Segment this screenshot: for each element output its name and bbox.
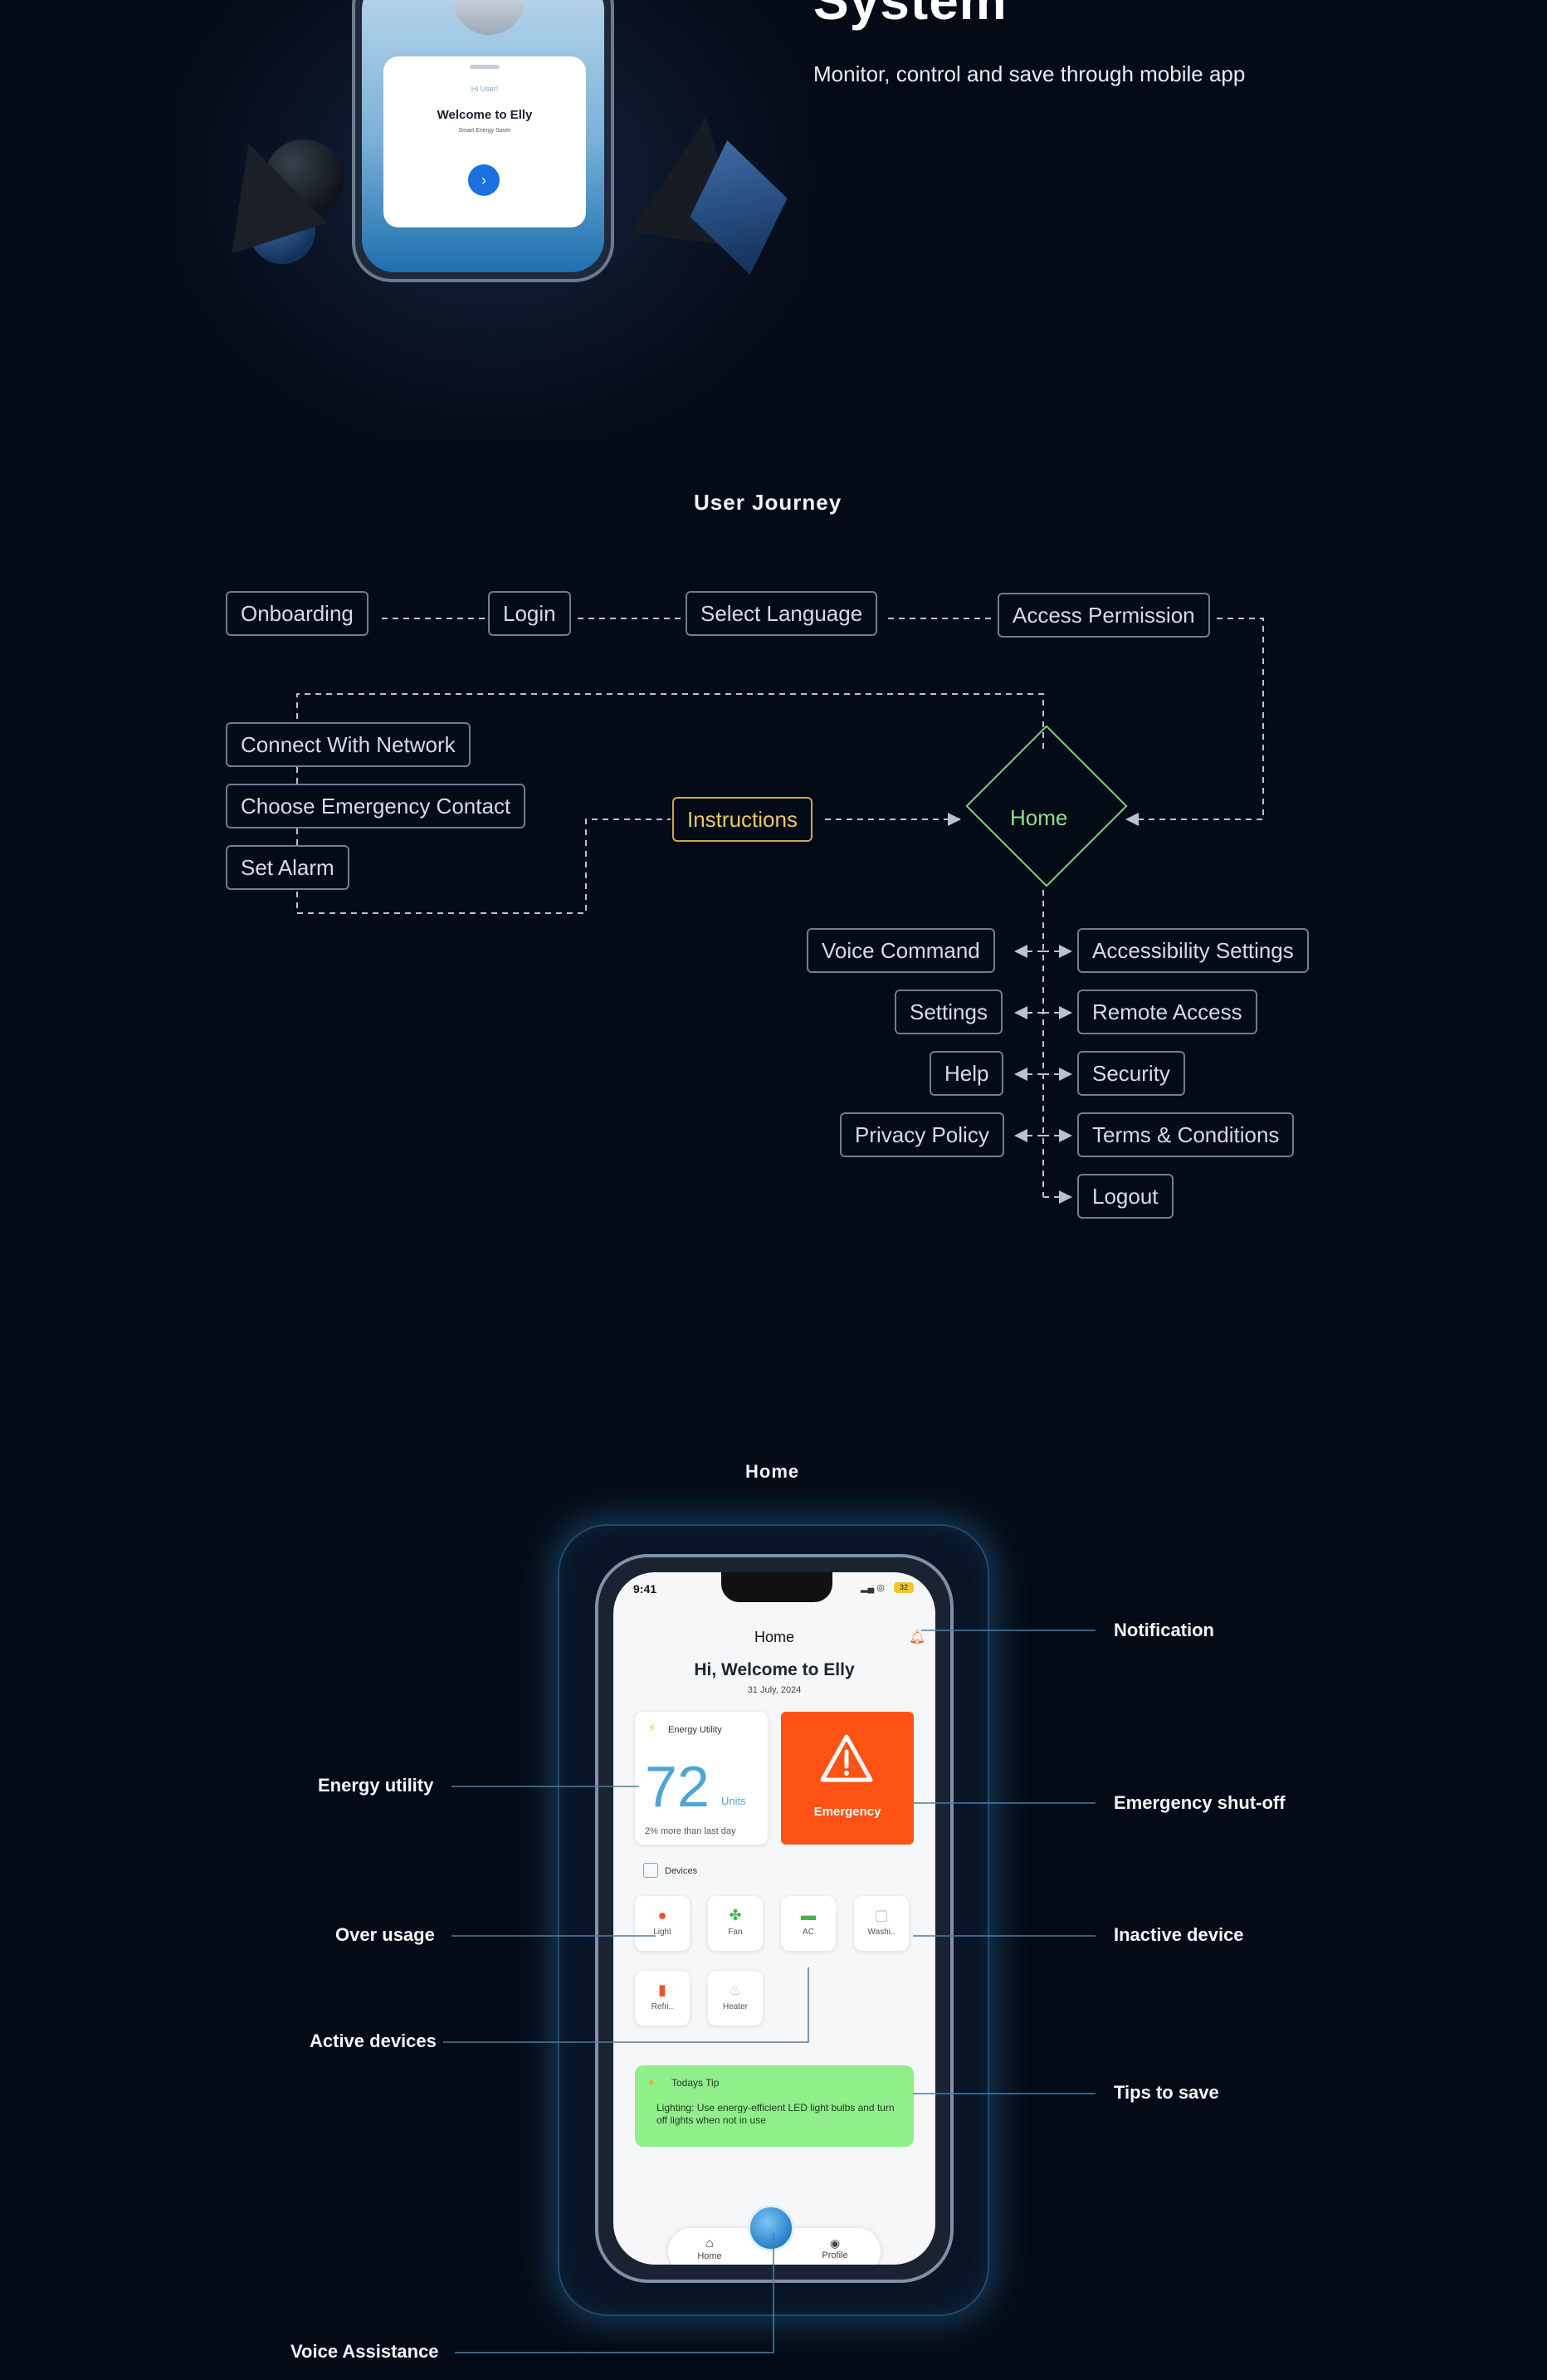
node-help: Help xyxy=(930,1051,1004,1096)
nav-home[interactable]: ⌂ Home xyxy=(693,2236,726,2261)
device-ac[interactable]: ▬ AC xyxy=(781,1896,836,1951)
screen-header: Home xyxy=(754,1629,794,1645)
device-fan[interactable]: ✤ Fan xyxy=(708,1896,763,1951)
node-terms-conditions: Terms & Conditions xyxy=(1077,1112,1295,1157)
device-name: Washi.. xyxy=(867,1928,896,1937)
node-security: Security xyxy=(1077,1051,1185,1096)
profile-icon: ◉ xyxy=(829,2236,841,2250)
anno-over-usage: Over usage xyxy=(335,1924,435,1945)
node-onboarding: Onboarding xyxy=(226,591,368,636)
device-name: AC xyxy=(803,1928,814,1937)
date-label: 31 July, 2024 xyxy=(747,1685,802,1695)
home-screen: 9:41 ▂▄ ◎ 32 Home 🔔︎ Hi, Welcome to Elly… xyxy=(613,1572,935,2265)
hero-title: System xyxy=(813,0,1008,31)
welcome-title: Welcome to Elly xyxy=(437,108,533,122)
anno-active: Active devices xyxy=(310,2031,437,2051)
status-time: 9:41 xyxy=(633,1582,657,1596)
nav-profile[interactable]: ◉ Profile xyxy=(814,2236,856,2260)
onboarding-screen: Hi User! Welcome to Elly Smart Energy Sa… xyxy=(362,0,604,272)
welcome-card: Hi User! Welcome to Elly Smart Energy Sa… xyxy=(383,56,586,227)
journey-title: User Journey xyxy=(694,490,842,515)
sheet-handle xyxy=(470,65,500,69)
node-voice-command: Voice Command xyxy=(807,928,995,973)
devices-icon xyxy=(643,1863,658,1878)
anno-tips: Tips to save xyxy=(1114,2082,1219,2103)
node-settings: Settings xyxy=(895,990,1003,1034)
welcome-heading: Hi, Welcome to Elly xyxy=(694,1660,855,1679)
device-fridge[interactable]: ▮ Refri.. xyxy=(635,1971,690,2026)
onboarding-phone: Hi User! Welcome to Elly Smart Energy Sa… xyxy=(352,0,614,282)
notch xyxy=(721,1572,832,1602)
node-logout: Logout xyxy=(1077,1174,1174,1219)
energy-utility-card[interactable]: ⚡︎ Energy Utility 72 Units 2% more than … xyxy=(635,1712,768,1845)
node-connect-network: Connect With Network xyxy=(226,722,471,767)
nav-home-label: Home xyxy=(697,2251,722,2261)
node-instructions: Instructions xyxy=(672,797,813,842)
device-heater[interactable]: ♨︎ Heater xyxy=(708,1971,763,2026)
anno-energy-utility: Energy utility xyxy=(318,1775,434,1796)
decor-sphere xyxy=(264,139,344,219)
warning-triangle-icon xyxy=(820,1734,873,1782)
devices-title: Devices xyxy=(665,1866,698,1876)
hero-subtitle: Monitor, control and save through mobile… xyxy=(813,61,1246,86)
home-section-title: Home xyxy=(745,1461,800,1482)
node-accessibility-settings: Accessibility Settings xyxy=(1077,928,1309,973)
energy-note: 2% more than last day xyxy=(645,1826,736,1836)
voice-assistant-button[interactable] xyxy=(748,2205,794,2251)
ac-icon: ▬ xyxy=(801,1907,816,1923)
battery-level: 32 xyxy=(894,1582,914,1593)
node-home-label: Home xyxy=(1010,805,1068,830)
fan-icon: ✤ xyxy=(729,1907,742,1923)
signal-wifi-icon: ▂▄ ◎ xyxy=(861,1583,885,1593)
node-set-alarm: Set Alarm xyxy=(226,845,349,890)
anno-voice: Voice Assistance xyxy=(290,2341,439,2362)
node-access-permission: Access Permission xyxy=(998,593,1210,638)
next-button[interactable]: › xyxy=(468,164,500,196)
tagline: Smart Energy Saver xyxy=(458,128,511,134)
anno-inactive: Inactive device xyxy=(1114,1924,1244,1945)
device-name: Refri.. xyxy=(651,2002,674,2011)
fridge-icon: ▮ xyxy=(658,1982,666,1998)
home-phone: 9:41 ▂▄ ◎ 32 Home 🔔︎ Hi, Welcome to Elly… xyxy=(595,1554,954,2283)
emergency-button[interactable]: Emergency xyxy=(781,1712,914,1845)
tip-card: ● Todays Tip Lighting: Use energy-effici… xyxy=(635,2065,914,2147)
bulb-icon: ● xyxy=(648,2075,655,2088)
node-login: Login xyxy=(488,591,571,636)
chevron-right-icon: › xyxy=(481,172,486,188)
nav-profile-label: Profile xyxy=(822,2250,848,2260)
device-name: Light xyxy=(653,1928,671,1937)
greeting: Hi User! xyxy=(471,85,499,93)
emergency-label: Emergency xyxy=(813,1805,881,1819)
node-remote-access: Remote Access xyxy=(1077,990,1257,1034)
tip-body: Lighting: Use energy-efficient LED light… xyxy=(656,2102,895,2126)
device-name: Heater xyxy=(722,2002,748,2011)
node-select-language: Select Language xyxy=(686,591,878,636)
bulb-icon: ● xyxy=(657,1907,667,1923)
device-washer[interactable]: ▢ Washi.. xyxy=(854,1896,909,1951)
node-emergency-contact: Choose Emergency Contact xyxy=(226,784,526,828)
notification-bell-icon[interactable]: 🔔︎ xyxy=(909,1630,926,1644)
anno-notification: Notification xyxy=(1114,1620,1214,1640)
device-name: Fan xyxy=(728,1928,743,1937)
washer-icon: ▢ xyxy=(874,1907,889,1923)
heater-icon: ♨︎ xyxy=(728,1982,743,1998)
energy-value: 72 xyxy=(645,1754,710,1819)
tip-title: Todays Tip xyxy=(671,2077,720,2089)
device-light[interactable]: ● Light xyxy=(635,1896,690,1951)
home-icon: ⌂ xyxy=(705,2236,714,2250)
energy-unit: Units xyxy=(721,1795,746,1807)
energy-utility-label: Energy Utility xyxy=(668,1725,722,1735)
node-privacy-policy: Privacy Policy xyxy=(840,1112,1004,1157)
bolt-icon: ⚡︎ xyxy=(648,1722,656,1734)
anno-emergency: Emergency shut-off xyxy=(1114,1792,1286,1813)
